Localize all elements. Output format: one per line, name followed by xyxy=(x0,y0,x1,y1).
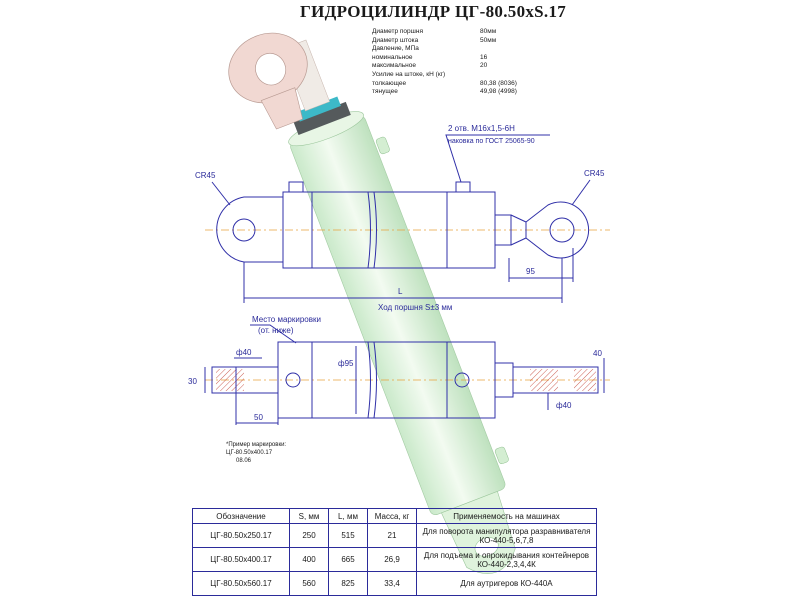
marking-place-label: Место маркировки xyxy=(252,315,321,324)
table-row: ЦГ-80.50х400.17 400 665 26,9 Для подъема… xyxy=(192,547,597,572)
port-callout-leader xyxy=(445,134,550,183)
radius-leader-right xyxy=(571,179,591,206)
dim-phi95-label: ф95 xyxy=(338,359,354,368)
dim-phi40-left-label: ф40 xyxy=(236,348,252,357)
col-designation: Обозначение xyxy=(192,508,290,524)
right-eye-outline xyxy=(525,201,590,259)
ports-callout-text: наковка по ГОСТ 25065-90 xyxy=(448,138,535,145)
port-boss xyxy=(494,446,509,465)
variants-table: Обозначение S, мм L, мм Масса, кг Примен… xyxy=(192,508,597,596)
side-view xyxy=(204,324,610,425)
port-right xyxy=(455,181,471,193)
break-lines xyxy=(367,191,377,269)
stroke-label: Ход поршня S±3 мм xyxy=(378,303,452,312)
spec-row: Усилие на штоке, кН (кг) xyxy=(372,70,446,78)
marking-leader xyxy=(250,324,297,344)
top-view xyxy=(205,134,610,303)
gland-nut xyxy=(293,101,351,135)
left-stem-hatch xyxy=(216,369,244,391)
table-row: ЦГ-80.50х560.17 560 825 33,4 Для аутриге… xyxy=(192,571,597,596)
col-stroke: S, мм xyxy=(289,508,329,524)
radius-leader-left xyxy=(211,181,231,206)
port-right xyxy=(454,372,470,388)
drawing-title: ГИДРОЦИЛИНДР ЦГ-80.50хS.17 xyxy=(300,2,567,21)
marking-example-line: *Пример маркировки: xyxy=(226,442,287,448)
port-left xyxy=(288,181,304,193)
port-boss xyxy=(375,136,390,155)
right-stem-hatch xyxy=(530,369,558,391)
port-left xyxy=(285,372,301,388)
dim-phi40-right-label: ф40 xyxy=(556,401,572,410)
table-header-row: Обозначение S, мм L, мм Масса, кг Примен… xyxy=(192,508,597,524)
barrel-body xyxy=(290,115,506,515)
top-view-labels: 2 отв. М16х1,5-6Н наковка по ГОСТ 25065-… xyxy=(195,124,605,312)
dim-50-label: 50 xyxy=(254,413,263,422)
radius-left-label: СR45 xyxy=(195,171,216,180)
left-eye-hole xyxy=(232,218,256,242)
marking-example-line: ЦГ-80.50х400.17 xyxy=(226,450,273,456)
break-lines xyxy=(367,341,377,419)
marking-place-label: (от. ниже) xyxy=(258,326,294,335)
marking-example-line: 08.06 xyxy=(236,458,252,464)
rod-eye-hole xyxy=(255,52,287,86)
table-row: ЦГ-80.50х250.17 250 515 21 Для поворота … xyxy=(192,523,597,548)
dim-95-label: 95 xyxy=(526,267,535,276)
rod-eye-neck xyxy=(260,87,303,130)
spec-row: Давление, МПа xyxy=(372,45,419,53)
right-eye-hole xyxy=(549,217,575,243)
dim-30-label: 30 xyxy=(188,377,197,386)
left-eye-outline xyxy=(216,196,284,263)
col-mass: Масса, кг xyxy=(367,508,417,524)
dim-L-label: L xyxy=(398,287,403,296)
radius-right-label: СR45 xyxy=(584,169,605,178)
ports-callout-text: 2 отв. М16х1,5-6Н xyxy=(448,124,515,133)
marking-example: *Пример маркировки: ЦГ-80.50х400.17 08.0… xyxy=(226,441,286,465)
dim-40-label: 40 xyxy=(593,349,602,358)
gland-collar xyxy=(296,96,341,122)
right-stem-hatch xyxy=(574,369,596,391)
right-stem xyxy=(512,366,599,394)
col-application: Применяемость на машинах xyxy=(416,508,597,524)
side-view-labels: Место маркировки (от. ниже) ф40 30 ф95 5… xyxy=(188,315,602,422)
rod-section xyxy=(494,214,512,246)
col-length: L, мм xyxy=(328,508,368,524)
